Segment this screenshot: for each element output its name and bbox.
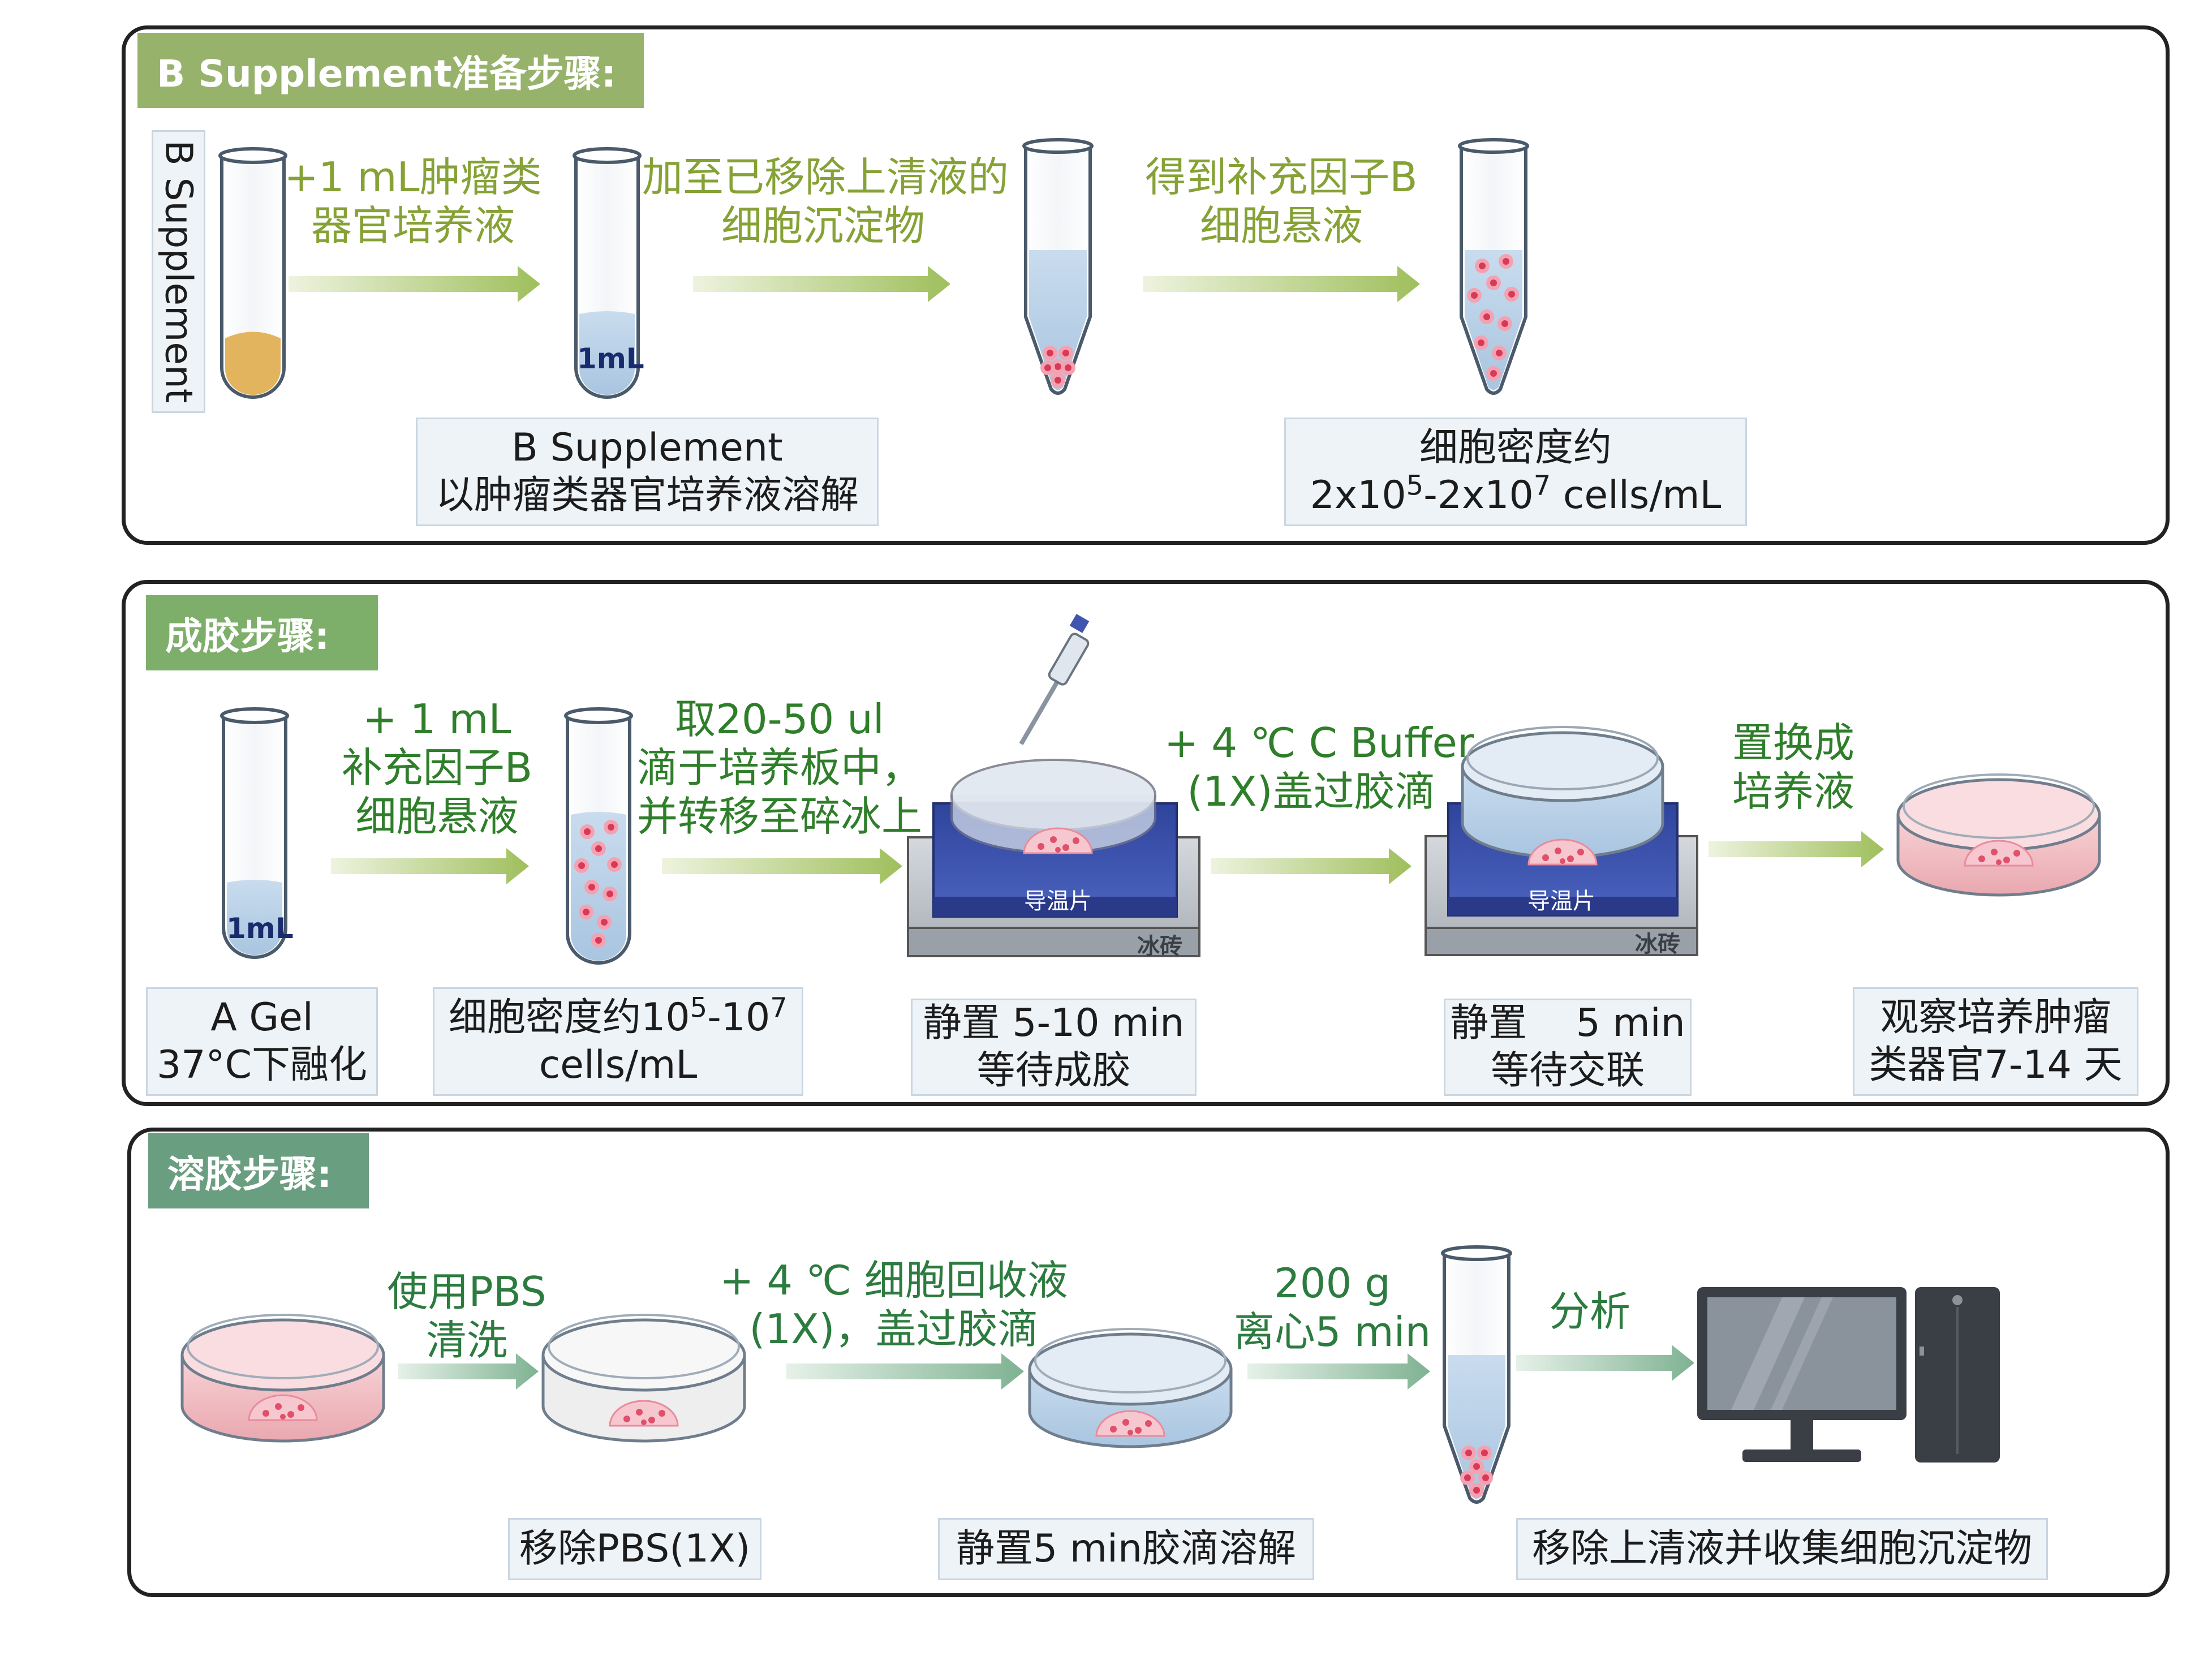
density-s2-line1: 细胞密度约105-107: [449, 994, 787, 1042]
arrow-s2-4: [1709, 831, 1884, 867]
label-b-supplement-text: B Supplement: [157, 140, 200, 403]
density-unit: cells/mL: [1551, 473, 1722, 518]
step-add-to-pellet: 加至已移除上清液的 细胞沉淀物: [642, 153, 1009, 250]
density-exp2: 7: [1533, 470, 1551, 502]
label-b-supplement-vertical: B Supplement: [152, 130, 205, 413]
tube-b-supplement: [218, 147, 287, 399]
density-s2-exp2: 7: [770, 992, 787, 1024]
density-mid: -2x10: [1423, 473, 1534, 518]
arrow-s1-3: [1143, 266, 1420, 302]
plate-label-2: 导温片: [1527, 888, 1595, 914]
label-cell-density-s1: 细胞密度约 2x105-2x107 cells/mL: [1284, 418, 1747, 526]
conical-tube-suspension: [1458, 138, 1529, 395]
step-centrifuge: 200 g 离心5 min: [1233, 1259, 1431, 1356]
volume-label-1ml-agel: 1mL: [226, 912, 294, 945]
label-remove-pbs: 移除PBS(1X): [508, 1518, 761, 1580]
ice-label-1: 冰砖: [1137, 934, 1182, 960]
arrow-s1-1: [289, 266, 540, 302]
step-add-factor-b: + 1 mL 补充因子B 细胞悬液: [341, 695, 533, 840]
label-observe: 观察培养肿瘤 类器官7-14 天: [1853, 987, 2138, 1096]
dish-pink-s3: [180, 1314, 385, 1443]
ice-label-2: 冰砖: [1635, 931, 1680, 957]
section-title-dissolve: 溶胶步骤:: [148, 1133, 369, 1208]
density-base1: 2x10: [1310, 473, 1406, 518]
tube-medium-1ml: [573, 147, 642, 399]
density-s2-mid: -10: [707, 995, 771, 1040]
density-s2-pre: 细胞密度约10: [449, 995, 690, 1040]
step-wash-pbs: 使用PBS 清洗: [387, 1268, 546, 1364]
step-add-medium: +1 mL肿瘤类 器官培养液: [284, 153, 542, 250]
section-title-b-supplement: B Supplement准备步骤:: [137, 33, 644, 108]
dish-recovery: [1028, 1328, 1233, 1448]
section-title-gel: 成胶步骤:: [146, 595, 378, 670]
arrow-s2-3: [1211, 848, 1411, 884]
step-add-recovery: + 4 ℃ 细胞回收液 (1X)，盖过胶滴: [720, 1257, 1068, 1353]
label-stand-gel: 静置 5-10 min 等待成胶: [911, 999, 1197, 1096]
label-cell-density-s2: 细胞密度约105-107 cells/mL: [433, 987, 803, 1096]
ice-platform-2: [1425, 726, 1698, 956]
arrow-s2-1: [331, 848, 529, 884]
density-exp1: 5: [1406, 470, 1424, 502]
step-drop-on-plate: 取20-50 ul 滴于培养板中， 并转移至碎冰上: [636, 695, 922, 840]
label-a-gel: A Gel 37°C下融化: [146, 987, 378, 1096]
label-collect-pellet: 移除上清液并收集细胞沉淀物: [1516, 1518, 2048, 1580]
arrow-s3-2: [786, 1353, 1024, 1390]
density-line1: 细胞密度约: [1419, 425, 1612, 470]
density-line2: 2x105-2x107 cells/mL: [1310, 472, 1722, 519]
arrow-s3-1: [398, 1353, 539, 1390]
arrow-s2-2: [662, 848, 902, 884]
density-s2-exp1: 5: [690, 992, 708, 1024]
computer-icon: [1697, 1287, 2000, 1463]
density-s2-unit: cells/mL: [539, 1043, 698, 1087]
volume-label-1ml: 1mL: [577, 342, 644, 375]
label-dissolve-supplement: B Supplement 以肿瘤类器官培养液溶解: [416, 418, 879, 526]
tube-cell-suspension: [564, 707, 633, 965]
conical-tube-pellet: [1022, 138, 1094, 395]
step-add-c-buffer: + 4 ℃ C Buffer (1X)盖过胶滴: [1164, 719, 1474, 815]
ice-platform-1: [907, 614, 1200, 957]
step-analyze: 分析: [1548, 1288, 1630, 1335]
dish-washed: [541, 1314, 746, 1443]
label-stand-crosslink: 静置 5 min 等待交联: [1444, 999, 1692, 1096]
conical-tube-pellet-s3: [1441, 1245, 1512, 1504]
arrow-s3-4: [1516, 1345, 1694, 1381]
plate-label-1: 导温片: [1024, 888, 1092, 914]
label-stand-dissolve: 静置5 min胶滴溶解: [938, 1518, 1314, 1580]
arrow-s3-3: [1247, 1353, 1430, 1390]
step-replace-medium: 置换成 培养液: [1732, 719, 1854, 815]
step-get-suspension: 得到补充因子B 细胞悬液: [1145, 153, 1418, 250]
arrow-s1-2: [693, 266, 950, 302]
tube-a-gel: [220, 707, 289, 959]
culture-dish-pink: [1896, 773, 2101, 897]
